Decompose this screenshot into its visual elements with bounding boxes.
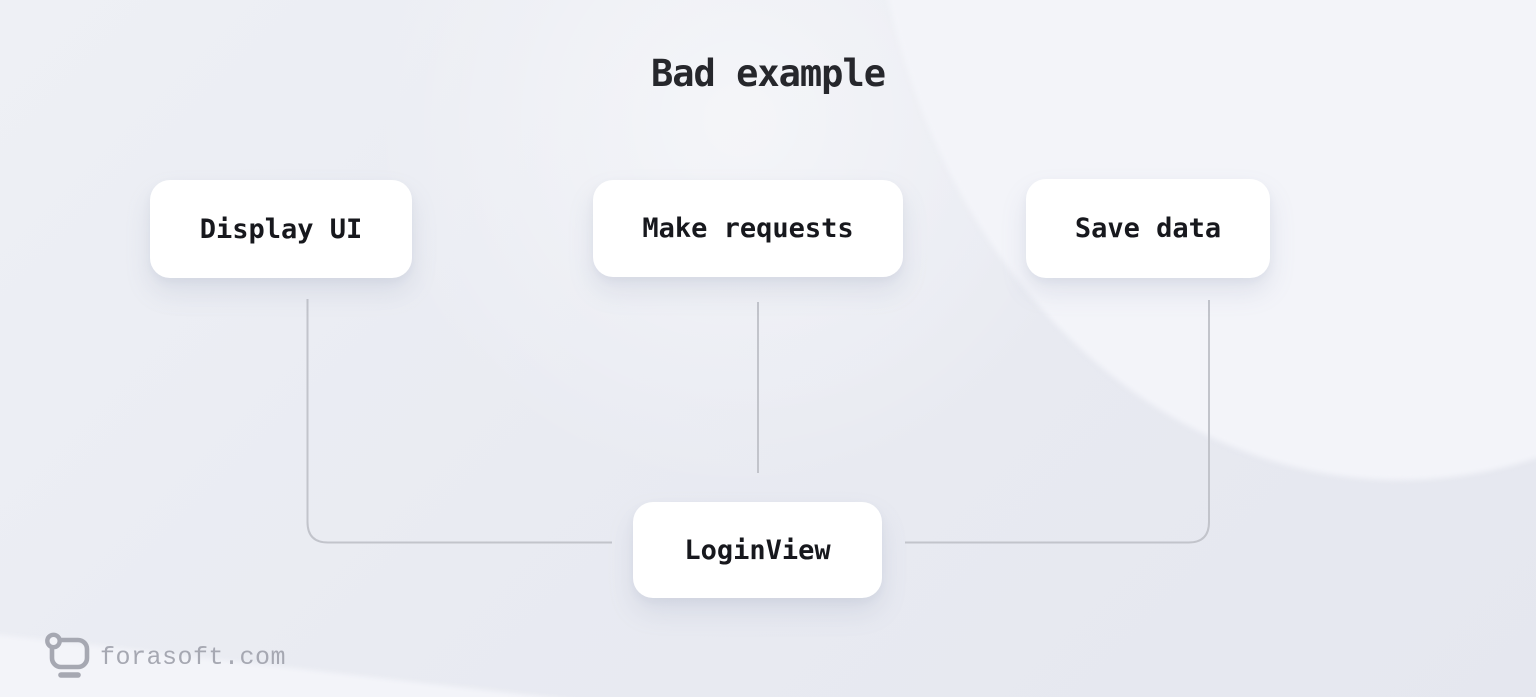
diagram-title: Bad example — [650, 52, 886, 95]
node-make-requests: Make requests — [593, 180, 903, 277]
monitor-icon — [45, 632, 90, 678]
footer-brand-label: forasoft.com — [100, 642, 287, 672]
node-login-view: LoginView — [633, 502, 882, 598]
connector-display-ui-to-loginview — [306, 299, 612, 544]
connector-save-data-to-loginview — [905, 300, 1210, 544]
node-login-view-label: LoginView — [684, 534, 831, 566]
node-display-ui: Display UI — [150, 180, 412, 278]
node-make-requests-label: Make requests — [642, 213, 854, 244]
node-display-ui-label: Display UI — [199, 213, 363, 245]
node-save-data: Save data — [1026, 179, 1270, 278]
node-save-data-label: Save data — [1074, 213, 1222, 244]
footer-brand: forasoft.com — [44, 630, 286, 684]
